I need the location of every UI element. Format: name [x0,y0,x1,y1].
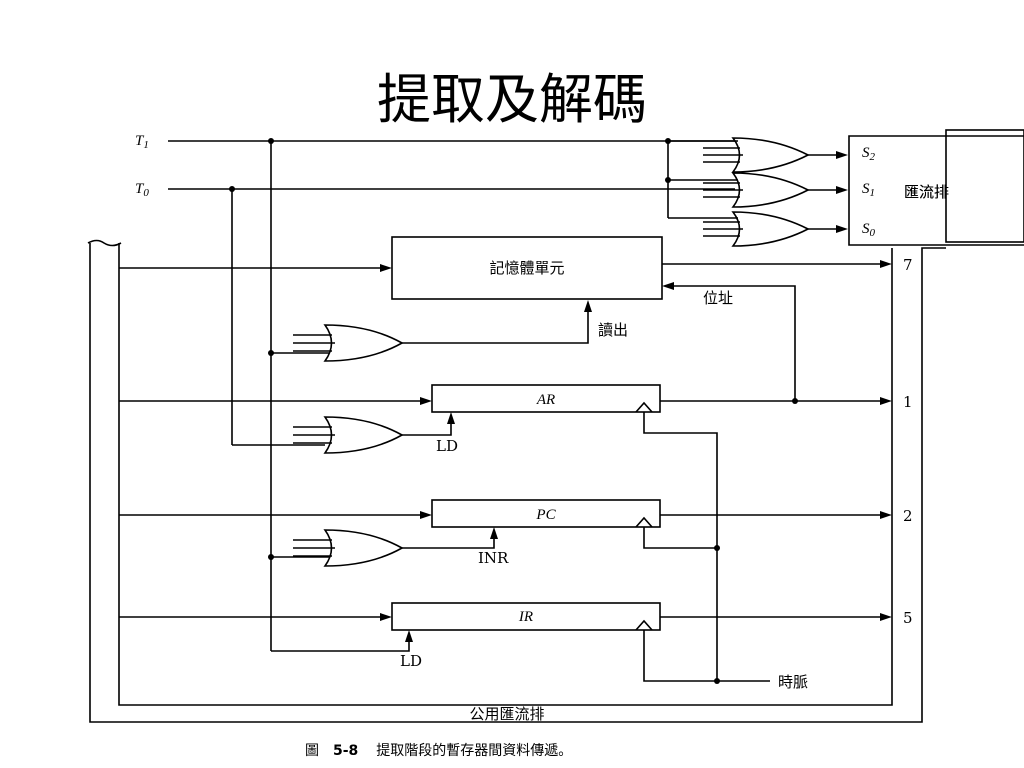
page-title: 提取及解碼 [377,68,647,131]
s2-label: S2 [862,145,876,163]
pc-register [431,499,661,528]
ar-ld-label: LD [436,437,458,455]
pc-label: PC [535,507,556,523]
bus-break [87,239,122,247]
or-gate-read [293,324,404,362]
or-gate-s2 [703,137,810,173]
ar-register [431,384,661,413]
t1-label: T1 [135,133,149,151]
bus-input-2: 2 [903,507,913,525]
bus-input-7: 7 [903,256,913,274]
bus-mux-box [848,135,1024,246]
bus-input-1: 1 [903,393,913,411]
memory-unit-label: 記憶體單元 [489,259,564,277]
s0-label: S0 [862,221,876,239]
junction-dot [268,138,274,144]
address-label: 位址 [703,289,733,307]
or-gate-ar-ld [293,416,404,454]
common-bus-label: 公用匯流排 [469,705,544,723]
read-label: 讀出 [598,321,628,339]
or-gate-s0 [703,211,810,247]
clock-triangle [635,401,653,413]
ir-label: IR [518,609,533,625]
bus-input-5: 5 [903,609,913,627]
ir-ld-label: LD [400,652,422,670]
common-bus-inner [118,243,893,706]
junction-dot [229,186,235,192]
svg-text:匯流排: 匯流排 [904,183,949,201]
pc-inr-label: INR [478,549,509,567]
bus-mux-label: 匯流排 [904,183,949,201]
or-gate-pc-inr [293,529,404,567]
or-gate-s1 [703,172,810,208]
ar-label: AR [536,392,555,408]
clock-label: 時脈 [778,673,808,691]
common-bus-outer [89,243,946,723]
clock-triangle [635,516,653,528]
t0-label: T0 [135,181,149,199]
clock-triangle [635,619,653,631]
s1-label: S1 [862,181,875,199]
